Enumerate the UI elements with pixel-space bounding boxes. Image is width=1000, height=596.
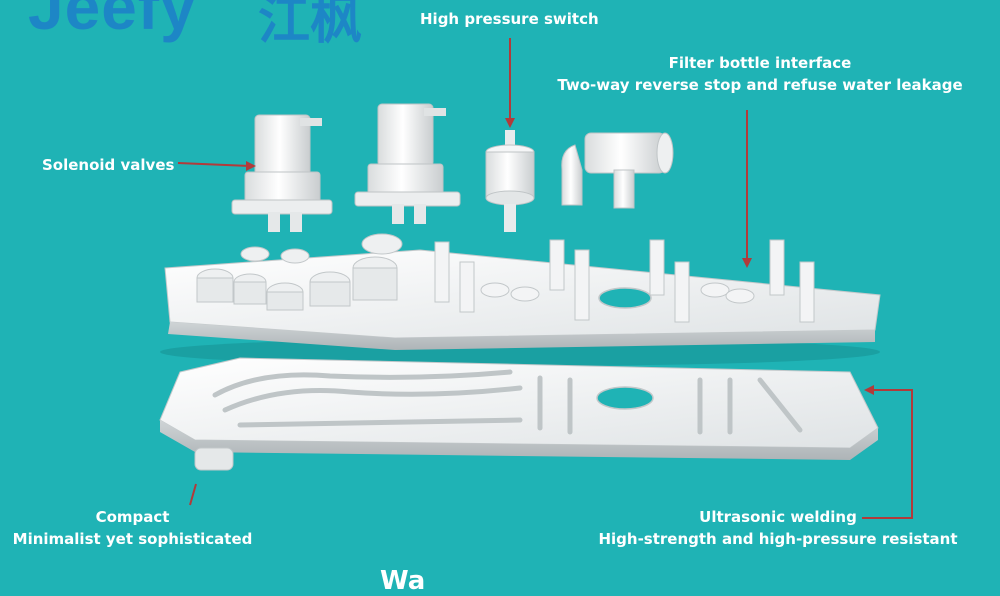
label-solenoid-valves: Solenoid valves xyxy=(42,156,175,174)
lower-welded-plate xyxy=(159,357,879,471)
exploded-view-illustration xyxy=(159,38,913,519)
label-compact: Compact xyxy=(95,508,170,526)
label-two-way-reverse: Two-way reverse stop and refuse water le… xyxy=(557,76,963,94)
solenoid-valve-right xyxy=(354,103,461,224)
leader-compact xyxy=(189,483,197,506)
label-minimalist: Minimalist yet sophisticated xyxy=(12,530,253,548)
label-compact-group: Compact Minimalist yet sophisticated xyxy=(10,506,255,550)
bottom-caption-partial: Wa xyxy=(380,566,426,596)
leader-arrowheads xyxy=(246,118,874,395)
brand-logo-chinese: 江枫 xyxy=(258,0,363,51)
label-filter-bottle-group: Filter bottle interface Two-way reverse … xyxy=(555,52,965,96)
upper-manifold-plate xyxy=(164,233,881,350)
filter-bottle-interface-fitting xyxy=(561,132,674,209)
leader-solenoid-valves xyxy=(177,162,251,167)
leader-lines xyxy=(177,38,913,519)
label-high-strength: High-strength and high-pressure resistan… xyxy=(598,530,958,548)
label-high-pressure-switch: High pressure switch xyxy=(420,10,599,28)
brand-logo: Jeefy xyxy=(28,0,197,43)
label-ultrasonic-group: Ultrasonic welding High-strength and hig… xyxy=(598,506,958,550)
solenoid-valve-left xyxy=(231,114,333,232)
leader-ultrasonic-welding xyxy=(862,389,913,519)
high-pressure-switch-part xyxy=(485,130,535,232)
label-ultrasonic-welding: Ultrasonic welding xyxy=(699,508,857,526)
label-filter-bottle-interface: Filter bottle interface xyxy=(668,54,852,72)
